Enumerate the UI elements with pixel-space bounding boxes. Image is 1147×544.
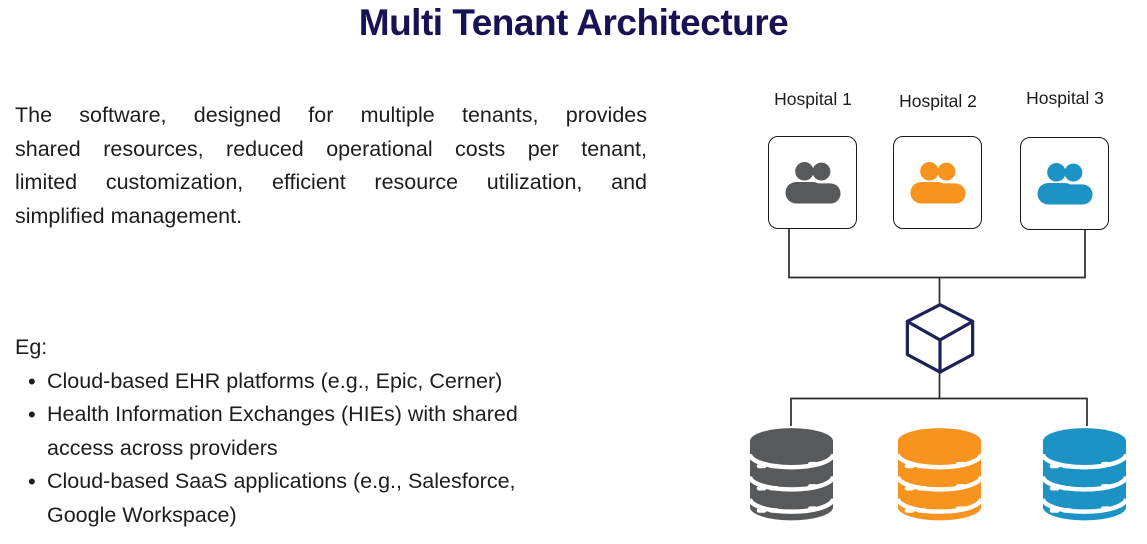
users-icon (909, 161, 966, 204)
description-line: The software, designed for multiple tena… (15, 103, 647, 127)
tenant-box (893, 136, 982, 229)
example-item: Cloud-based SaaS applications (e.g., Sal… (15, 465, 635, 532)
description-line: limited customization, efficient resourc… (15, 170, 647, 194)
page-title: Multi Tenant Architecture (358, 2, 789, 43)
description-line: simplified management. (15, 203, 243, 228)
tenant-label: Hospital 2 (899, 91, 977, 111)
tenant-label: Hospital 3 (1026, 88, 1104, 108)
examples-section: Eg: Cloud-based EHR platforms (e.g., Epi… (15, 331, 635, 532)
database-icon (895, 424, 984, 523)
users-icon (1036, 162, 1093, 205)
connector-lines (788, 229, 1088, 426)
description-line: shared resources, reduced operational co… (15, 136, 647, 161)
tenant-box (1020, 137, 1109, 230)
cube-icon (905, 302, 975, 375)
example-item: Cloud-based EHR platforms (e.g., Epic, C… (15, 365, 635, 399)
examples-heading: Eg: (15, 335, 48, 359)
users-icon (784, 161, 841, 204)
architecture-diagram: Hospital 1 Hospital 2 Hospital 3 (730, 80, 1147, 544)
database-icon (1040, 424, 1129, 523)
description-text: The software, designed for multiple tena… (15, 99, 647, 233)
tenant-box (768, 136, 857, 229)
example-item: Health Information Exchanges (HIEs) with… (15, 398, 635, 465)
database-icon (747, 424, 836, 523)
tenant-label: Hospital 1 (774, 89, 852, 109)
